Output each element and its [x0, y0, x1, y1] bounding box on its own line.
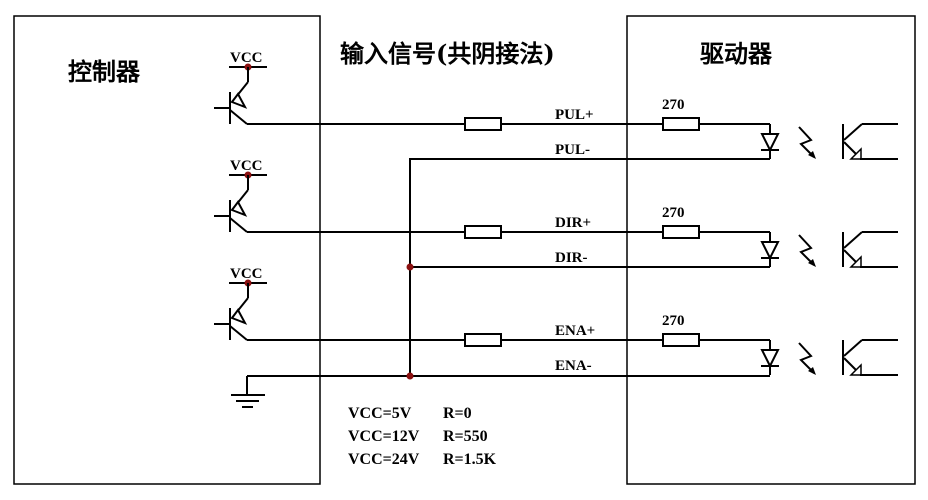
input-resistor — [464, 225, 502, 239]
pnp-transistor-icon — [214, 175, 249, 233]
phototransistor-icon — [842, 231, 898, 268]
note-vcc: VCC=5V — [348, 405, 412, 422]
channel-0: VCC PUL+ PUL- 270 — [214, 50, 898, 160]
vcc-resistor-notes: VCC=5V R=0 VCC=12V R=550 VCC=24V R=1.5K — [348, 405, 497, 468]
junction-dot — [406, 263, 414, 271]
driver-resistor — [662, 225, 700, 239]
input-resistor — [464, 333, 502, 347]
vcc-label: VCC — [230, 158, 263, 174]
phototransistor-icon — [842, 123, 898, 160]
resistor-value: 270 — [662, 205, 685, 221]
vcc-label: VCC — [230, 50, 263, 66]
signal-plus-label: DIR+ — [555, 215, 591, 231]
common-cathode-bus — [247, 158, 770, 380]
input-resistor — [464, 117, 502, 131]
driver-box — [626, 15, 916, 485]
note-vcc: VCC=24V — [348, 451, 420, 468]
light-arrow-icon — [798, 342, 816, 375]
signal-plus-label: ENA+ — [555, 323, 595, 339]
led-diode-icon — [760, 124, 780, 159]
pnp-transistor-icon — [214, 283, 249, 341]
signal-minus-label: ENA- — [555, 358, 592, 374]
note-r: R=1.5K — [443, 451, 497, 468]
controller-title: 控制器 — [68, 57, 141, 86]
channel-2: VCC ENA+ ENA- 270 — [214, 266, 898, 376]
led-diode-icon — [760, 232, 780, 267]
note-vcc: VCC=12V — [348, 428, 420, 445]
controller-box — [13, 15, 321, 485]
phototransistor-icon — [842, 339, 898, 376]
resistor-value: 270 — [662, 97, 685, 113]
light-arrow-icon — [798, 234, 816, 267]
light-arrow-icon — [798, 126, 816, 159]
pnp-transistor-icon — [214, 67, 249, 125]
junction-dot — [406, 372, 414, 380]
channel-1: VCC DIR+ DIR- 270 — [214, 158, 898, 268]
note-r: R=550 — [443, 428, 488, 445]
input-signal-title: 输入信号(共阴接法) — [340, 39, 555, 68]
driver-resistor — [662, 333, 700, 347]
ground-icon — [231, 376, 265, 408]
driver-resistor — [662, 117, 700, 131]
bus-wire — [409, 158, 770, 376]
driver-title: 驱动器 — [700, 39, 773, 68]
signal-minus-label: DIR- — [555, 250, 588, 266]
led-diode-icon — [760, 340, 780, 375]
note-r: R=0 — [443, 405, 472, 422]
resistor-value: 270 — [662, 313, 685, 329]
vcc-label: VCC — [230, 266, 263, 282]
signal-minus-label: PUL- — [555, 142, 590, 158]
signal-plus-label: PUL+ — [555, 107, 594, 123]
